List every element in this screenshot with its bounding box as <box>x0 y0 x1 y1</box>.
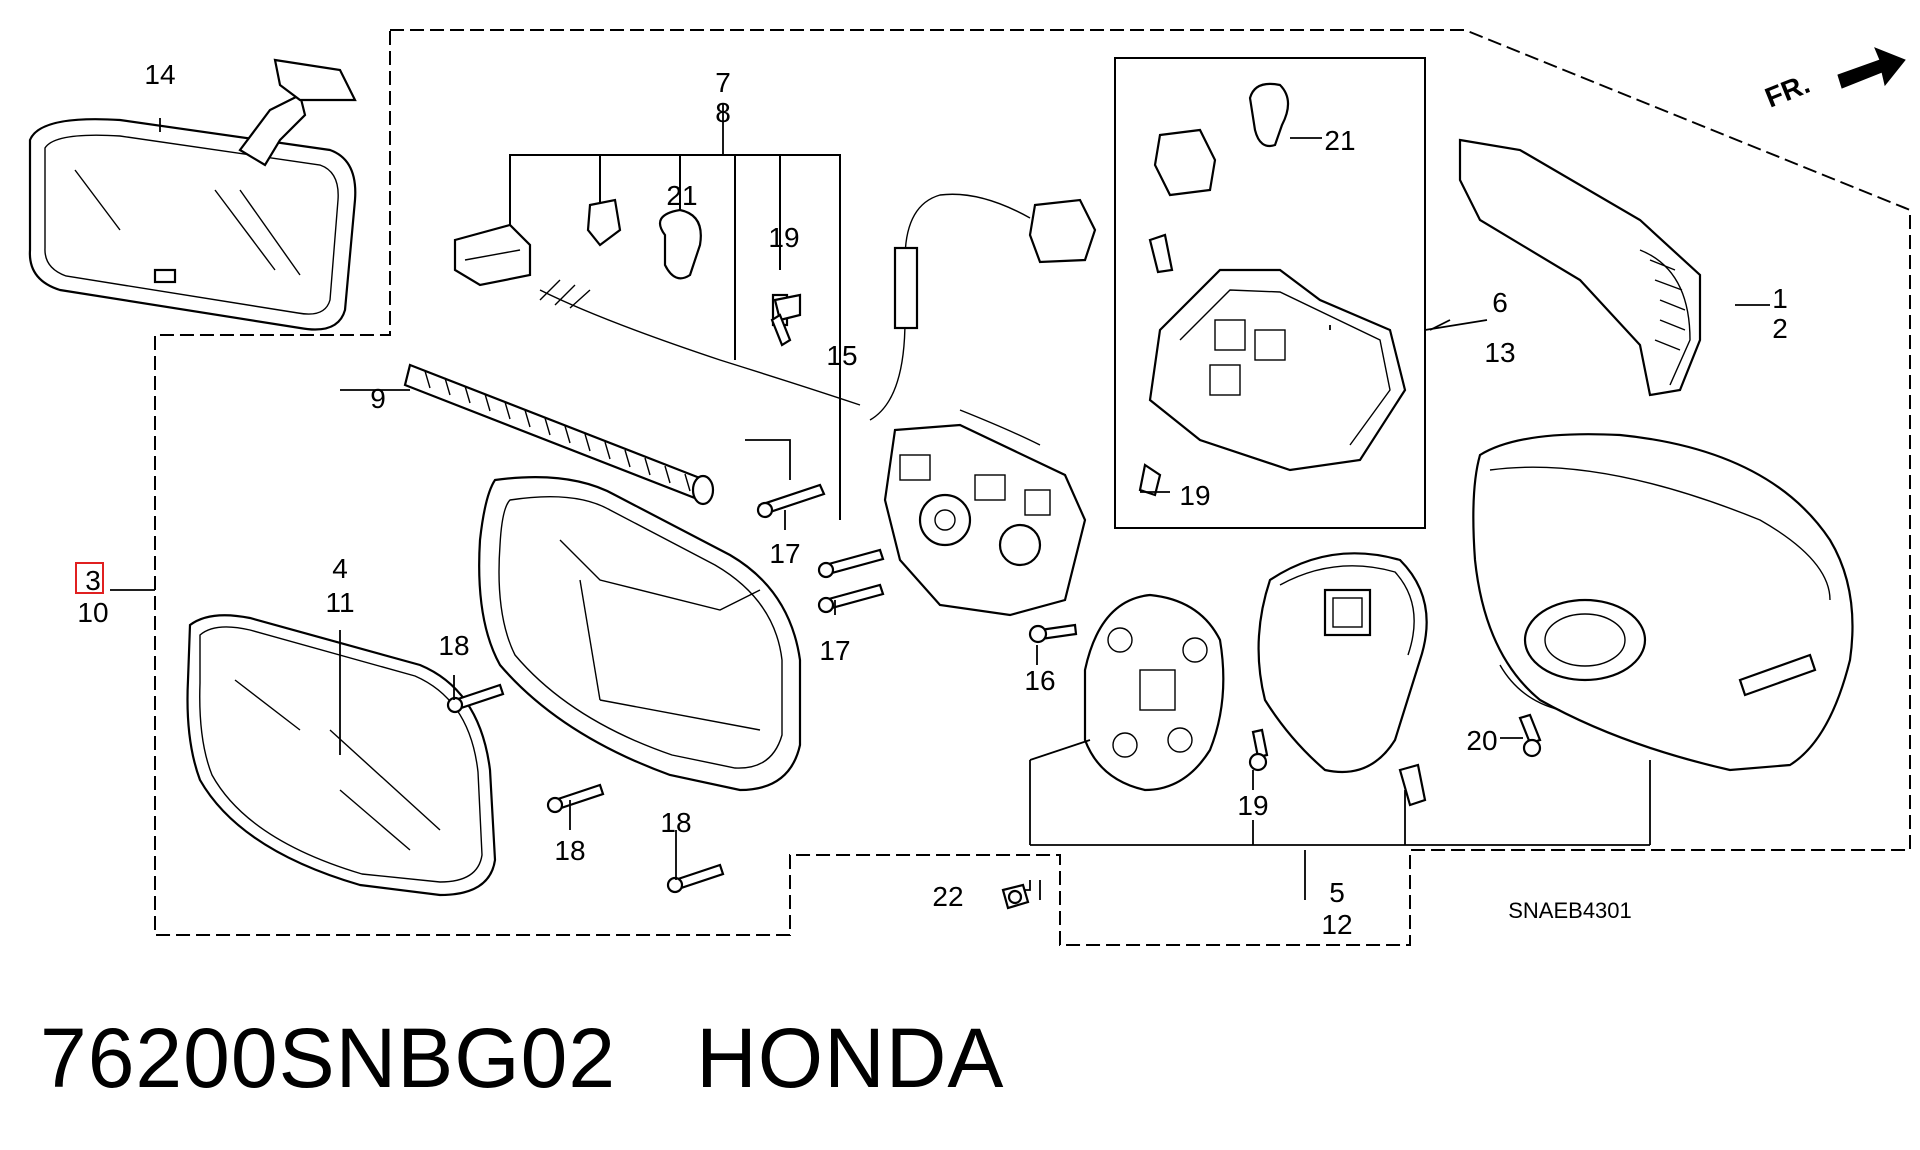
screw-20 <box>1518 713 1542 758</box>
callout-17-upper: 17 <box>769 538 800 569</box>
callout-19-lower: 19 <box>1237 790 1268 821</box>
rearview-mirror <box>28 58 357 331</box>
callout-labels: 14 7 8 21 19 15 9 21 6 13 1 2 19 17 17 3… <box>75 59 1788 940</box>
part-number: 76200SNBG02 <box>40 1011 617 1105</box>
callout-4: 4 <box>332 553 348 584</box>
callout-9: 9 <box>370 383 386 414</box>
callout-19-top: 19 <box>768 222 799 253</box>
highlight-box <box>75 562 104 594</box>
callout-3-highlighted: 3 <box>85 565 101 596</box>
subassembly-box-6-13 <box>1114 57 1426 529</box>
screw-18-a <box>446 683 505 714</box>
screw-17-upper <box>756 483 826 519</box>
callout-12: 12 <box>1321 909 1352 940</box>
callout-1: 1 <box>1772 283 1788 314</box>
nut-22 <box>1001 883 1030 910</box>
screw-18-c <box>666 863 725 894</box>
callout-16: 16 <box>1024 665 1055 696</box>
screw-17-lower <box>817 583 885 614</box>
front-direction-indicator: FR. <box>1761 47 1906 114</box>
mirror-base-cover <box>1257 552 1428 774</box>
front-direction-label: FR. <box>1761 68 1814 114</box>
turn-signal-light <box>1458 138 1702 397</box>
connector-group <box>453 154 861 520</box>
exploded-parts-diagram: FR. 14 7 8 21 <box>28 29 1911 946</box>
mirror-glass <box>186 614 497 897</box>
callout-15: 15 <box>826 340 857 371</box>
callout-5: 5 <box>1329 877 1345 908</box>
callout-8: 8 <box>715 97 731 128</box>
diagram-code: SNAEB4301 <box>1508 898 1632 923</box>
callout-21-left: 21 <box>666 180 697 211</box>
callout-11: 11 <box>325 587 354 618</box>
callout-18-a: 18 <box>438 630 469 661</box>
assembly-boundary <box>154 29 1911 946</box>
leader-lines <box>110 104 1770 900</box>
callout-20: 20 <box>1466 725 1497 756</box>
callout-17-lower: 17 <box>819 635 850 666</box>
wire-harness <box>869 193 1097 446</box>
screw-19-top <box>770 293 802 347</box>
callout-18-b: 18 <box>554 835 585 866</box>
mirror-housing-cap <box>1472 433 1854 772</box>
callout-10: 10 <box>77 597 108 628</box>
mirror-base-gasket <box>1083 593 1225 792</box>
callout-13: 13 <box>1484 337 1515 368</box>
brand-name: HONDA <box>696 1011 1005 1105</box>
callout-18-c: 18 <box>660 807 691 838</box>
callout-14: 14 <box>144 59 175 90</box>
callout-22: 22 <box>932 881 963 912</box>
corrugated-tube <box>403 363 715 506</box>
callout-19-mid: 19 <box>1179 480 1210 511</box>
mirror-actuator-motor <box>1138 82 1407 497</box>
screw-17-middle <box>817 548 885 579</box>
screw-19-lower <box>1248 728 1269 772</box>
screw-16 <box>1028 623 1078 644</box>
screw-18-b <box>546 783 605 814</box>
callout-21-right: 21 <box>1324 125 1355 156</box>
part-caption: 76200SNBG02 HONDA <box>40 1010 1004 1107</box>
callout-7: 7 <box>715 67 731 98</box>
actuator-plate <box>883 423 1087 617</box>
callout-6: 6 <box>1492 287 1508 318</box>
callout-2: 2 <box>1772 313 1788 344</box>
pad-clip <box>1398 763 1427 807</box>
mirror-holder-frame <box>478 476 802 792</box>
